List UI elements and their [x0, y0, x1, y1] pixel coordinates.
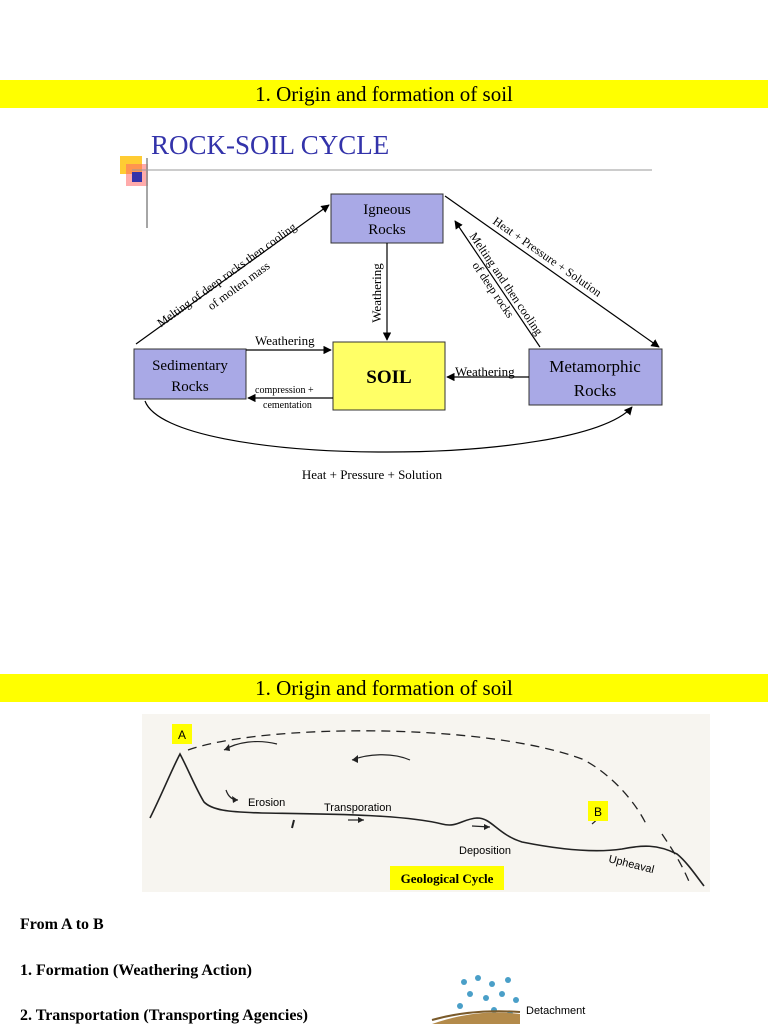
slide-decoration: [120, 156, 652, 228]
sedimentary-label-2: Rocks: [171, 379, 209, 395]
soil-label: SOIL: [366, 367, 411, 388]
detachment-label: Detachment: [526, 1005, 585, 1017]
list-item-formation: 1. Formation (Weathering Action): [20, 962, 252, 979]
arrow-metamorphic-to-igneous: [454, 220, 541, 348]
igneous-label-1: Igneous: [363, 202, 411, 218]
melting-left-label-1: Melting of deep rocks then cooling: [154, 220, 298, 330]
soil-box: [332, 341, 446, 411]
arrow-sedimentary-to-igneous: [135, 204, 330, 345]
deposition-label: Deposition: [459, 845, 511, 857]
compression-label-2: cementation: [263, 400, 312, 411]
weathering-left-label: Weathering: [255, 333, 315, 348]
section-banner-top: 1. Origin and formation of soil: [0, 80, 768, 108]
dashed-cycle-arc: [187, 730, 691, 885]
marker-b-label: B: [594, 805, 602, 819]
sedimentary-label-1: Sedimentary: [152, 358, 228, 374]
rock-soil-cycle-diagram: ROCK-SOIL CYCLE Igneous Rocks Sedimentar…: [120, 130, 663, 482]
transport-label: Transporation: [324, 802, 391, 814]
sedimentary-rocks-box: [133, 348, 247, 400]
metamorphic-label-2: Rocks: [574, 381, 617, 400]
from-a-to-b-heading: From A to B: [20, 916, 104, 933]
diagram-title: ROCK-SOIL CYCLE: [151, 130, 389, 160]
igneous-label-2: Rocks: [368, 222, 406, 238]
weathering-right-label: Weathering: [455, 364, 515, 379]
marker-a-label: A: [178, 728, 186, 742]
compression-label-1: compression +: [255, 385, 314, 396]
geological-cycle-caption-bg: [390, 866, 504, 890]
detachment-figure: Detachment: [431, 975, 585, 1024]
metamorphic-label-1: Metamorphic: [549, 357, 641, 376]
marker-b: [588, 801, 608, 821]
erosion-label: Erosion: [248, 797, 285, 809]
tick-mark: [291, 819, 295, 829]
arrow-sedimentary-to-metamorphic: [144, 400, 633, 453]
section-banner-bottom: 1. Origin and formation of soil: [0, 674, 768, 702]
list-item-transportation: 2. Transportation (Transporting Agencies…: [20, 1007, 309, 1024]
geological-cycle-diagram: A B Erosion Transporation Deposition Uph…: [142, 714, 710, 892]
marker-a: [172, 724, 192, 744]
terrain-profile: [149, 752, 705, 887]
raindrop-icons: [457, 975, 519, 1017]
arrow-igneous-to-metamorphic: [444, 195, 660, 348]
heat-bottom-label: Heat + Pressure + Solution: [302, 467, 443, 482]
igneous-rocks-box: [330, 193, 444, 244]
weathering-down-label: Weathering: [369, 263, 384, 323]
geological-cycle-caption: Geological Cycle: [401, 871, 494, 886]
soil-surface: [432, 1012, 520, 1024]
